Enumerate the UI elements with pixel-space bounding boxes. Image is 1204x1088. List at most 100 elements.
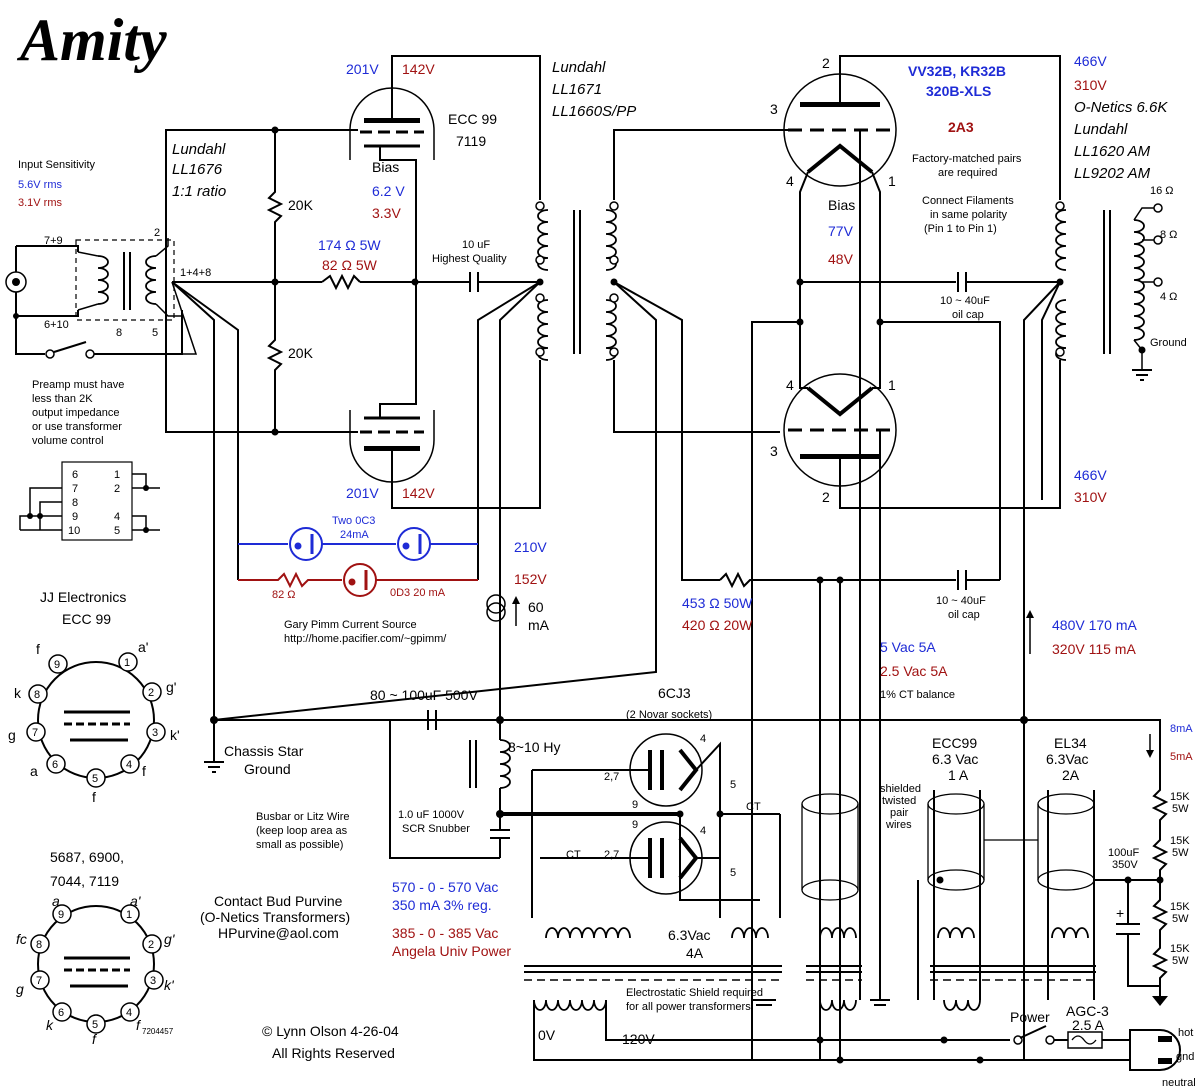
- svg-text:g': g': [166, 679, 176, 695]
- svg-text:g: g: [8, 727, 16, 743]
- svg-text:oil cap: oil cap: [948, 609, 980, 621]
- svg-text:4: 4: [700, 733, 706, 745]
- svg-text:310V: 310V: [1074, 489, 1107, 505]
- svg-text:k': k': [170, 727, 180, 743]
- svg-text:120V: 120V: [622, 1031, 655, 1047]
- svg-text:shielded: shielded: [880, 783, 921, 795]
- svg-text:less than 2K: less than 2K: [32, 393, 93, 405]
- output-bias-resistor: [719, 571, 956, 589]
- title: Amity: [16, 7, 167, 73]
- ecc99-heater-shield: [927, 793, 985, 815]
- supply-section: Chassis Star Ground 80 ~ 100uF 500V 8~10…: [204, 610, 1196, 1088]
- svg-text:16 Ω: 16 Ω: [1150, 185, 1174, 197]
- svg-text:6+10: 6+10: [44, 319, 69, 331]
- svg-text:100uF: 100uF: [1108, 847, 1139, 859]
- svg-text:output impedance: output impedance: [32, 407, 119, 419]
- svg-text:Chassis Star: Chassis Star: [224, 743, 304, 759]
- svg-text:are required: are required: [938, 167, 997, 179]
- svg-text:Preamp must have: Preamp must have: [32, 379, 124, 391]
- contact-email: HPurvine@aol.com: [218, 925, 339, 941]
- svg-text:CT: CT: [566, 849, 581, 861]
- shielded-pair-icon: [801, 793, 859, 815]
- svg-text:15K: 15K: [1170, 943, 1190, 955]
- svg-text:http://home.pacifier.com/~gpim: http://home.pacifier.com/~gpimm/: [284, 633, 447, 645]
- contact-name: Contact Bud Purvine: [214, 893, 343, 909]
- svg-text:310V: 310V: [1074, 77, 1107, 93]
- svg-text:(Pin 1 to Pin 1): (Pin 1 to Pin 1): [924, 223, 997, 235]
- svg-text:gnd: gnd: [1176, 1051, 1194, 1063]
- svg-text:2: 2: [148, 687, 154, 699]
- contact-company: (O-Netics Transformers): [200, 909, 350, 925]
- svg-text:1:1 ratio: 1:1 ratio: [172, 183, 226, 200]
- svg-text:4A: 4A: [686, 945, 704, 961]
- el34-heater-shield: [1037, 793, 1095, 815]
- svg-text:a: a: [30, 763, 38, 779]
- svg-text:f: f: [136, 1017, 142, 1033]
- svg-text:Lundahl: Lundahl: [172, 141, 226, 158]
- output-tubes: 2 3 4 1 4 1 3 2 VV32B, KR32B: [682, 55, 1061, 1060]
- svg-text:10 ~ 40uF: 10 ~ 40uF: [936, 595, 986, 607]
- svg-text:AGC-3: AGC-3: [1066, 1003, 1109, 1019]
- svg-text:7: 7: [36, 975, 42, 987]
- svg-text:fc: fc: [16, 931, 27, 947]
- svg-text:6.3 Vac: 6.3 Vac: [932, 751, 978, 767]
- svg-text:320V 115 mA: 320V 115 mA: [1052, 641, 1136, 657]
- svg-text:2: 2: [822, 489, 830, 505]
- svg-text:ECC 99: ECC 99: [448, 111, 497, 127]
- svg-text:2: 2: [148, 939, 154, 951]
- svg-text:CT: CT: [746, 801, 761, 813]
- svg-text:ECC 99: ECC 99: [62, 611, 111, 627]
- svg-text:453 Ω 50W: 453 Ω 50W: [682, 595, 753, 611]
- svg-text:oil cap: oil cap: [952, 309, 984, 321]
- svg-text:0V: 0V: [538, 1027, 556, 1043]
- svg-text:20K: 20K: [288, 345, 314, 361]
- svg-text:twisted: twisted: [882, 795, 916, 807]
- svg-text:JJ Electronics: JJ Electronics: [40, 589, 126, 605]
- svg-text:6CJ3: 6CJ3: [658, 685, 691, 701]
- svg-text:Ground: Ground: [1150, 337, 1187, 349]
- svg-text:7: 7: [32, 727, 38, 739]
- svg-text:hot: hot: [1178, 1027, 1193, 1039]
- interstage-transformer: Lundahl LL1671 LL1660S/PP: [535, 59, 636, 361]
- svg-text:5: 5: [92, 1019, 98, 1031]
- fuse-icon: [1067, 1031, 1103, 1049]
- svg-text:a: a: [52, 893, 60, 909]
- svg-text:Electrostatic Shield required: Electrostatic Shield required: [626, 987, 763, 999]
- svg-text:Busbar or Litz Wire: Busbar or Litz Wire: [256, 811, 350, 823]
- svg-text:Power: Power: [1010, 1009, 1050, 1025]
- svg-text:5: 5: [152, 327, 158, 339]
- resistor-82-red: [238, 571, 342, 589]
- svg-text:174 Ω 5W: 174 Ω 5W: [318, 237, 381, 253]
- svg-text:VV32B, KR32B: VV32B, KR32B: [908, 63, 1006, 79]
- svg-text:8: 8: [72, 497, 78, 509]
- svg-text:wires: wires: [885, 819, 912, 831]
- svg-text:a': a': [130, 893, 142, 909]
- svg-text:f: f: [92, 789, 96, 805]
- bleeder-resistor-string: [1151, 760, 1169, 996]
- svg-text:6: 6: [52, 759, 58, 771]
- svg-text:2.5 Vac 5A: 2.5 Vac 5A: [880, 663, 948, 679]
- svg-text:volume control: volume control: [32, 435, 104, 447]
- svg-text:350 mA 3% reg.: 350 mA 3% reg.: [392, 897, 492, 913]
- svg-text:LL1671: LL1671: [552, 81, 602, 98]
- svg-text:1 A: 1 A: [948, 767, 969, 783]
- svg-text:+: +: [1116, 905, 1124, 921]
- svg-text:2A: 2A: [1062, 767, 1080, 783]
- svg-text:8mA: 8mA: [1170, 723, 1193, 735]
- svg-text:2: 2: [114, 483, 120, 495]
- input-transformer-shield: [75, 239, 175, 321]
- svg-text:Gary Pimm Current Source: Gary Pimm Current Source: [284, 619, 417, 631]
- svg-text:Lundahl: Lundahl: [552, 59, 606, 76]
- svg-text:7204457: 7204457: [142, 1027, 174, 1036]
- svg-text:(2 Novar sockets): (2 Novar sockets): [626, 709, 712, 721]
- svg-text:5W: 5W: [1172, 847, 1189, 859]
- svg-text:4: 4: [786, 173, 794, 189]
- svg-text:9: 9: [632, 819, 638, 831]
- svg-text:Factory-matched pairs: Factory-matched pairs: [912, 153, 1022, 165]
- svg-text:1: 1: [888, 377, 896, 393]
- svg-text:152V: 152V: [514, 571, 547, 587]
- rights-line: All Rights Reserved: [272, 1045, 395, 1061]
- svg-text:1+4+8: 1+4+8: [180, 267, 211, 279]
- svg-text:2.5 A: 2.5 A: [1072, 1017, 1105, 1033]
